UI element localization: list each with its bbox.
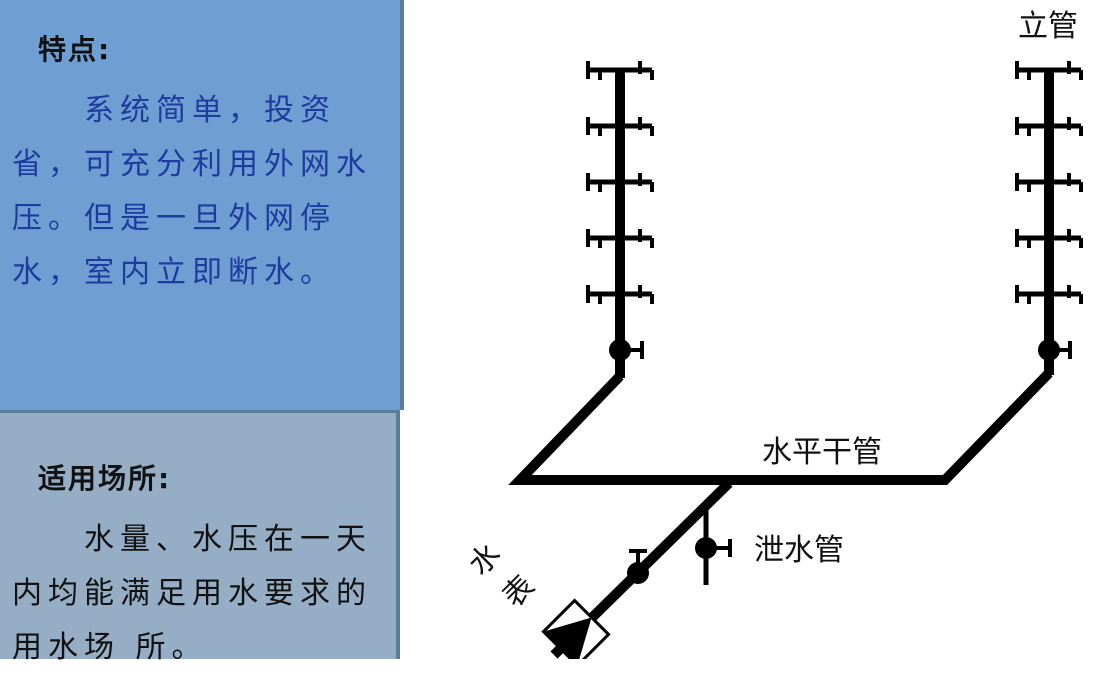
- features-panel: 特点: 系统简单，投资省，可充分利用外网水压。但是一旦外网停水，室内立即断水。: [0, 0, 404, 410]
- left-faucet-fixture: [586, 61, 654, 80]
- right-faucet-fixture: [1015, 229, 1083, 248]
- water-supply-diagram: 立管 水平干管 泄水管 水 表: [462, 9, 1083, 659]
- left-faucet-fixture: [586, 117, 654, 136]
- right-riser-fixtures: [1015, 61, 1083, 304]
- riser-label: 立管: [1018, 9, 1078, 44]
- suitable-panel: 适用场所: 水量、水压在一天内均能满足用水要求的用水场 所。: [0, 410, 400, 665]
- right-faucet-fixture: [1015, 173, 1083, 192]
- suitable-heading: 适用场所:: [38, 462, 172, 495]
- left-faucet-fixture: [586, 173, 654, 192]
- right-faucet-fixture: [1015, 285, 1083, 304]
- meter-label-char1: 水: [462, 537, 508, 583]
- right-faucet-fixture: [1015, 61, 1083, 80]
- suitable-text: 水量、水压在一天内均能满足用水要求的用水场 所。: [12, 522, 372, 665]
- meter-label-char2: 表: [496, 569, 542, 615]
- left-riser-fixtures: [586, 61, 654, 304]
- features-text: 系统简单，投资省，可充分利用外网水压。但是一旦外网停水，室内立即断水。: [12, 93, 372, 290]
- left-faucet-fixture: [586, 229, 654, 248]
- right-faucet-fixture: [1015, 117, 1083, 136]
- water-meter-icon: [541, 598, 611, 659]
- horizontal-main-pipe: [508, 369, 1053, 485]
- horizontal-main-label: 水平干管: [762, 435, 882, 470]
- left-faucet-fixture: [586, 285, 654, 304]
- drain-pipe-label: 泄水管: [754, 533, 844, 568]
- features-heading: 特点:: [38, 33, 112, 66]
